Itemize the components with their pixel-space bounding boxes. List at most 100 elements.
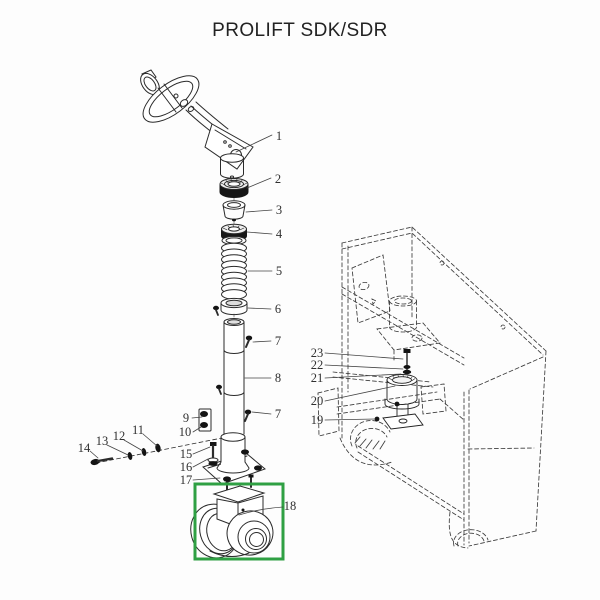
part-screws — [213, 305, 253, 422]
handle-button-3 — [173, 93, 179, 99]
callout-5: 5 — [276, 264, 282, 278]
fork-diagonals — [357, 445, 465, 521]
callout-17: 17 — [180, 473, 193, 487]
screw-shaft-b — [245, 339, 250, 348]
ring6-bore — [225, 299, 243, 307]
steer-wheel-arch — [448, 511, 469, 549]
page-title: PROLIFT SDK/SDR — [212, 20, 388, 41]
leader-3 — [245, 209, 273, 213]
callout-15: 15 — [180, 447, 193, 461]
bearing2-ring — [224, 179, 244, 189]
chassis-mount-solid — [374, 349, 424, 430]
part-bearing-upper — [219, 178, 249, 198]
chassis-clip-detail-2 — [500, 324, 506, 330]
leader-2 — [246, 177, 272, 189]
caster-hub-bore — [249, 532, 264, 547]
leader-21 — [324, 373, 402, 379]
leader-17 — [192, 477, 221, 481]
part-caster-assembly — [190, 474, 274, 559]
chassis-left-plate — [317, 387, 340, 437]
callout-9: 9 — [183, 411, 189, 425]
chassis-phantom-view — [317, 226, 547, 549]
part-base-plate — [202, 432, 266, 485]
handle-grip-outer — [142, 75, 200, 123]
right-panel-line — [467, 447, 535, 450]
screw-shaft-c — [218, 388, 222, 395]
callout-3: 3 — [276, 203, 282, 217]
bracket-dot-1 — [223, 140, 227, 144]
handle-grip-seams — [157, 83, 183, 113]
bracket-screw-top — [200, 411, 208, 417]
part-bearing-lower — [221, 223, 247, 245]
sleeve-skirt — [216, 461, 250, 474]
callout-16: 16 — [180, 460, 193, 474]
mount-cylinder-bore — [392, 376, 412, 384]
leader-6 — [247, 307, 272, 310]
screw-shaft-a — [215, 309, 219, 316]
caster-mount-plate — [212, 485, 266, 503]
callout-7a: 7 — [275, 334, 281, 348]
tube-body-fill — [224, 322, 244, 434]
leader-lines — [89, 134, 404, 516]
callout-2: 2 — [275, 172, 281, 186]
cup-top — [222, 200, 246, 210]
collar-hole — [229, 175, 235, 179]
washer16-b — [208, 461, 218, 466]
callout-22: 22 — [311, 358, 324, 372]
callout-20: 20 — [311, 394, 324, 408]
column-receiver-bore — [394, 297, 412, 305]
bearing2-hatch — [220, 179, 248, 186]
washer12 — [141, 448, 147, 456]
screw-shaft-d — [244, 413, 249, 422]
wheel-arch-hatch — [354, 436, 386, 450]
handle-button-1 — [179, 99, 189, 107]
caster-bolt-right-head — [248, 474, 254, 478]
leader-1 — [235, 134, 273, 153]
leader-22 — [324, 364, 404, 370]
bolt15-head — [210, 442, 217, 446]
callout-10: 10 — [179, 425, 192, 439]
column-receiver-flange — [389, 295, 417, 307]
sleeve-fill — [221, 437, 245, 468]
callout-12: 12 — [113, 429, 126, 443]
callout-19: 19 — [311, 413, 324, 427]
receiver-bracket-hole — [411, 334, 423, 342]
leader-7b — [251, 411, 272, 415]
screw-head-d — [244, 409, 252, 415]
part-column-tube — [223, 318, 245, 435]
bracket-dot-2 — [228, 144, 232, 148]
chassis-right-edge — [535, 350, 547, 532]
leader-11 — [142, 433, 158, 447]
callout-21: 21 — [311, 371, 324, 385]
handle-grip-inner — [148, 80, 194, 118]
highlight-box — [193, 482, 285, 561]
cup-bore — [227, 202, 241, 208]
wheel-arch-arcs — [350, 420, 391, 449]
caster-bolt-left-head — [224, 478, 230, 482]
part-spring — [221, 242, 247, 300]
leader-13 — [106, 444, 129, 456]
part-side-bracket — [198, 408, 212, 432]
side-box — [420, 383, 447, 415]
leader-19 — [324, 418, 376, 421]
plate-bolt-ne — [241, 449, 249, 455]
chassis-front-corner — [463, 389, 470, 546]
callout-13: 13 — [96, 434, 109, 448]
plate-bolt-e — [254, 465, 262, 471]
callout-6: 6 — [275, 302, 281, 316]
bolt14-shaft — [96, 457, 114, 463]
mount-nut-lower — [402, 369, 412, 375]
tube-top-bore — [227, 319, 241, 325]
bracket-screw-bottom — [200, 422, 208, 428]
sleeve-top — [220, 432, 246, 442]
mount-cylinder-skirt — [384, 398, 420, 410]
handle-button-2 — [187, 105, 195, 113]
receiver-bracket — [376, 322, 441, 361]
callout-7b: 7 — [275, 407, 281, 421]
chassis-ridge-inner — [341, 232, 544, 356]
exploded-assembly — [90, 69, 274, 559]
belly-curve — [339, 437, 393, 466]
steer-wheel-arcs — [453, 529, 489, 547]
